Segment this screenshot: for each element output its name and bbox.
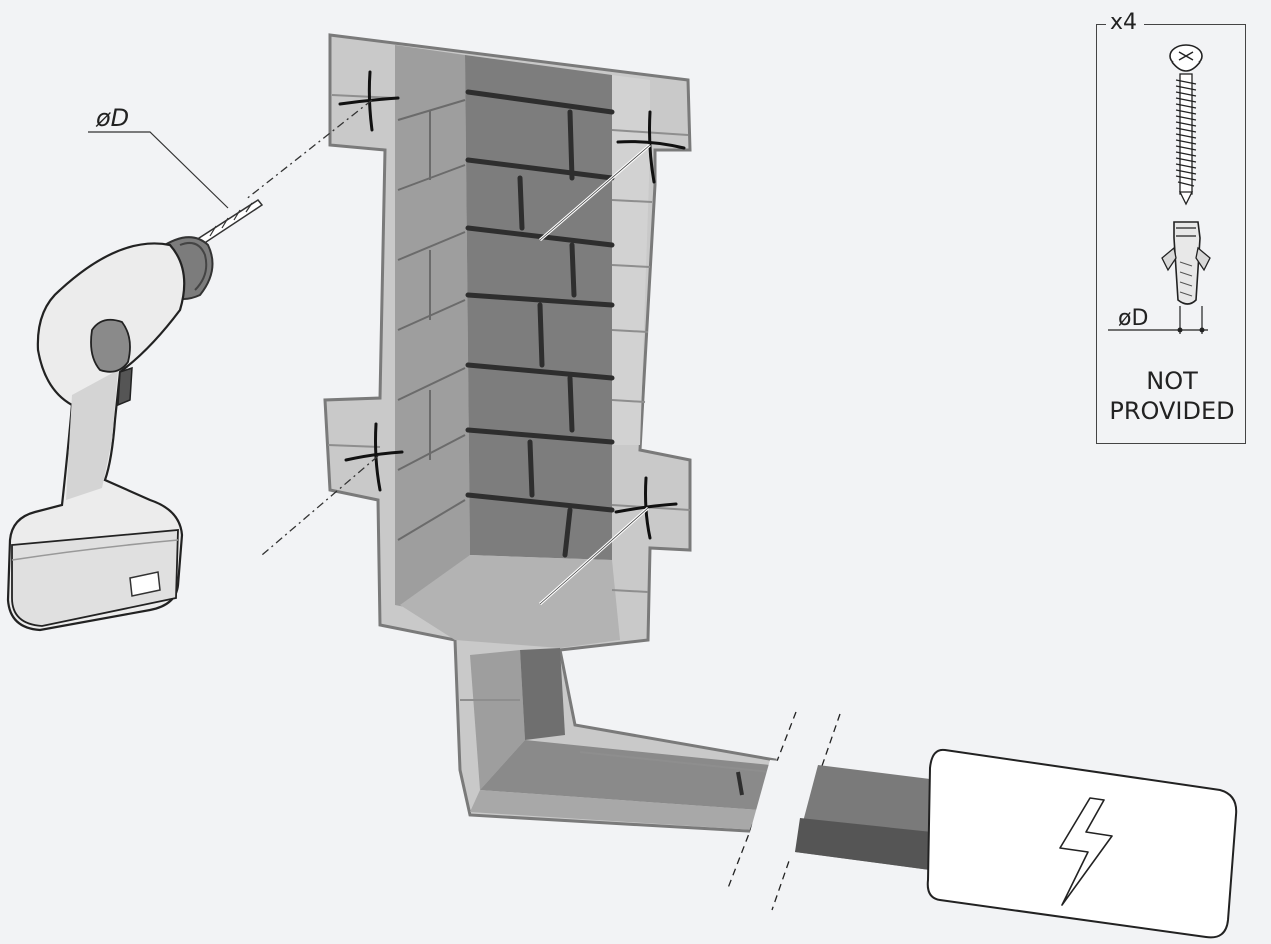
drill-diameter-callout: øD	[88, 104, 229, 209]
brick-mortar-lines	[465, 89, 615, 558]
hardware-kit-box-top-left	[1096, 24, 1106, 25]
cross-mark-icon	[338, 70, 400, 132]
cable-channel-horizontal-floor	[470, 790, 760, 830]
wall-plug-icon	[1108, 221, 1211, 334]
cable-duct-continued-floor	[795, 818, 932, 870]
brick-side-lines	[397, 99, 466, 541]
recess-floor	[400, 555, 620, 648]
note-line-1: NOT	[1146, 367, 1198, 395]
cable-channel-horizontal	[480, 740, 770, 810]
wall-recess	[323, 33, 777, 834]
cable-channel-vertical	[470, 650, 525, 790]
hardware-kit-box-top-right	[1144, 24, 1246, 25]
kit-quantity: x4	[1110, 10, 1138, 35]
note-line-2: PROVIDED	[1109, 397, 1235, 425]
drill-icon	[6, 199, 264, 632]
screw-icon	[1169, 44, 1203, 206]
electrical-box	[926, 748, 1238, 939]
not-provided-note: NOT PROVIDED	[1098, 366, 1246, 426]
cross-mark-icon	[616, 110, 686, 184]
hardware-kit-box	[1096, 24, 1246, 444]
break-lines	[727, 711, 841, 911]
cable-channel-vertical-back	[520, 648, 565, 740]
drill-trigger	[117, 366, 133, 407]
drill-diameter-label: øD	[95, 104, 129, 132]
wall-plug-guide-lines-outline	[539, 144, 651, 605]
recess-right-face	[612, 75, 650, 445]
drill-side-badge	[90, 318, 131, 373]
lightning-icon	[1059, 797, 1113, 906]
drill-axis-lines	[244, 99, 379, 556]
drill-bit	[194, 199, 264, 248]
drill-grip	[66, 370, 118, 500]
recess-left-side	[395, 45, 470, 610]
wall-plug-diameter-label: øD	[1118, 306, 1149, 331]
crevice	[736, 771, 744, 796]
